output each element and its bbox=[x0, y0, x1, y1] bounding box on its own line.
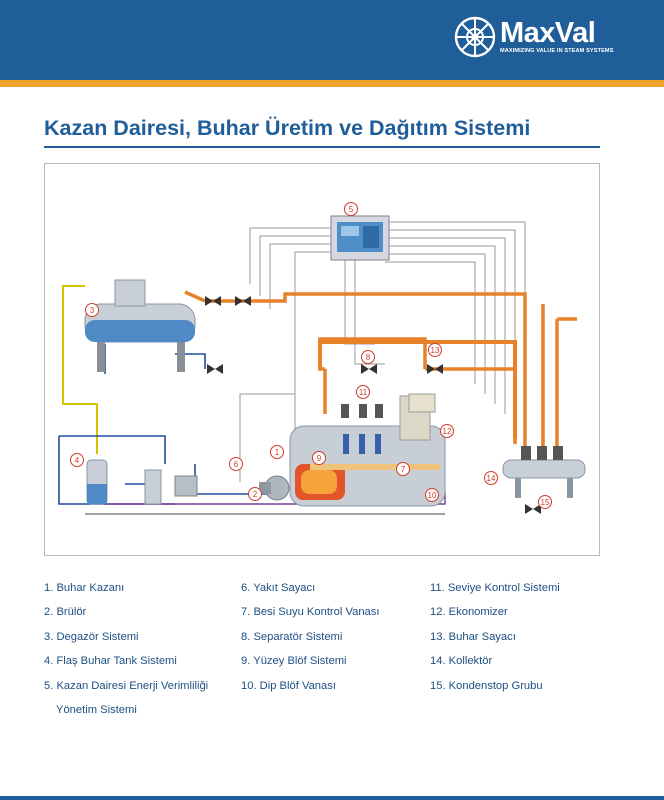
brand-tagline: MAXIMIZING VALUE IN STEAM SYSTEMS bbox=[500, 48, 614, 54]
main-steam-header bbox=[318, 340, 517, 439]
legend-item-5-continued: Yönetim Sistemi bbox=[56, 704, 137, 717]
steam-collector bbox=[502, 446, 586, 498]
maxval-logo[interactable]: MaxVal MAXIMIZING VALUE IN STEAM SYSTEMS bbox=[454, 16, 644, 60]
callout-number-7: 7 bbox=[401, 465, 406, 474]
deaerator-tank bbox=[84, 279, 196, 372]
callout-circle-3 bbox=[85, 303, 99, 317]
header-accent-stripe bbox=[0, 80, 664, 87]
legend-item-1: 1. Buhar Kazanı bbox=[44, 582, 125, 594]
legend-item-14: 14. Kollektör bbox=[430, 655, 493, 668]
brand-name: MaxVal bbox=[500, 17, 596, 49]
callout-circle-8 bbox=[361, 350, 375, 364]
legend-item-6: 6. Yakıt Sayacı bbox=[241, 582, 316, 594]
blowdown-line bbox=[105, 492, 446, 505]
callout-number-2: 2 bbox=[253, 490, 258, 499]
legend-item-2: 2. Brülör bbox=[44, 606, 87, 619]
logo-globe-icon bbox=[454, 16, 496, 58]
legend-item-7: 7. Besi Suyu Kontrol Vanası bbox=[241, 606, 380, 619]
valves bbox=[205, 296, 541, 514]
heat-exchanger bbox=[144, 469, 162, 505]
surface-blowdown-units bbox=[343, 434, 381, 454]
callout-number-3: 3 bbox=[90, 306, 95, 315]
callout-number-13: 13 bbox=[431, 346, 440, 355]
legend-item-9: 9. Yüzey Blöf Sistemi bbox=[241, 655, 347, 668]
footer-rule bbox=[0, 796, 664, 800]
legend-item-10: 10. Dip Blöf Vanası bbox=[241, 679, 336, 692]
callout-number-8: 8 bbox=[366, 353, 371, 362]
page-title: Kazan Dairesi, Buhar Üretim ve Dağıtım S… bbox=[44, 116, 531, 140]
legend-item-5: 5. Kazan Dairesi Enerji Verimliliği bbox=[44, 679, 209, 692]
callout-circle-15 bbox=[538, 495, 552, 509]
legend-column-2: 6. Yakıt Sayacı 7. Besi Suyu Kontrol Van… bbox=[241, 576, 379, 698]
flash-steam-line bbox=[62, 285, 98, 454]
callout-circle-10 bbox=[425, 488, 439, 502]
burner bbox=[259, 475, 290, 501]
callout-circle-11 bbox=[356, 385, 370, 399]
callout-circle-6 bbox=[229, 457, 243, 471]
callout-number-11: 11 bbox=[359, 388, 368, 397]
legend-item-4: 4. Flaş Buhar Tank Sistemi bbox=[44, 655, 177, 668]
title-underline bbox=[44, 146, 600, 148]
callout-circle-7 bbox=[396, 462, 410, 476]
callout-circle-13 bbox=[428, 343, 442, 357]
steam-lines bbox=[184, 290, 577, 446]
callout-circle-14 bbox=[484, 471, 498, 485]
callout-number-15: 15 bbox=[541, 498, 550, 507]
callout-number-4: 4 bbox=[75, 456, 80, 465]
callout-circle-12 bbox=[440, 424, 454, 438]
callout-circle-9 bbox=[312, 451, 326, 465]
legend-column-1: 1. Buhar Kazanı 2. Brülör 3. Degazör Sis… bbox=[44, 576, 208, 722]
callout-number-12: 12 bbox=[443, 427, 452, 436]
callout-number-9: 9 bbox=[317, 454, 322, 463]
legend-item-15: 15. Kondenstop Grubu bbox=[430, 679, 543, 692]
callout-number-5: 5 bbox=[349, 205, 354, 214]
legend-item-8: 8. Separatör Sistemi bbox=[241, 630, 343, 643]
callout-number-1: 1 bbox=[275, 448, 280, 457]
legend-item-12: 12. Ekonomizer bbox=[430, 606, 508, 619]
legend-column-3: 11. Seviye Kontrol Sistemi 12. Ekonomize… bbox=[430, 576, 560, 698]
legend-item-3: 3. Degazör Sistemi bbox=[44, 630, 139, 643]
pump-unit bbox=[174, 475, 198, 497]
callout-circle-4 bbox=[70, 453, 84, 467]
legend-item-11: 11. Seviye Kontrol Sistemi bbox=[430, 582, 560, 594]
callout-number-14: 14 bbox=[487, 474, 496, 483]
energy-management-panel bbox=[330, 215, 390, 261]
flash-tank bbox=[86, 459, 108, 505]
legend-item-13: 13. Buhar Sayacı bbox=[430, 630, 516, 643]
callout-circle-5 bbox=[344, 202, 358, 216]
callout-circle-2 bbox=[248, 487, 262, 501]
callout-circle-1 bbox=[270, 445, 284, 459]
economizer bbox=[408, 393, 436, 413]
header-bar: MaxVal MAXIMIZING VALUE IN STEAM SYSTEMS bbox=[0, 0, 664, 80]
callout-number-6: 6 bbox=[234, 460, 239, 469]
level-control-units bbox=[341, 404, 383, 418]
callout-number-10: 10 bbox=[428, 491, 437, 500]
